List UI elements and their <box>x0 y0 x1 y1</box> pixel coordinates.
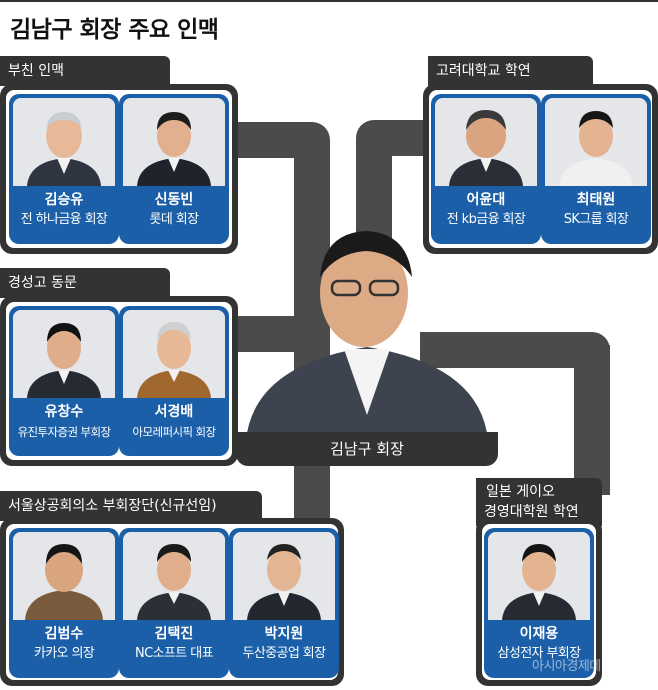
person-card: 김범수 카카오 의장 <box>9 528 119 678</box>
portrait-photo-icon <box>123 310 225 398</box>
portrait-photo-icon <box>233 532 335 620</box>
group-label-line2: 경영대학원 학연 <box>484 504 579 520</box>
portrait-photo-icon <box>123 532 225 620</box>
person-role: 카카오 의장 <box>33 646 95 661</box>
portrait-photo-icon <box>545 98 647 186</box>
person-role: 전 하나금융 회장 <box>20 212 108 227</box>
person-card: 이재용 삼성전자 부회장 <box>484 528 594 678</box>
person-card: 김택진 NC소프트 대표 <box>119 528 229 678</box>
person-card: 유창수 유진투자증권 부회장 <box>9 306 119 456</box>
top-rule <box>0 0 658 2</box>
person-card: 김승유 전 하나금융 회장 <box>9 94 119 244</box>
portrait-photo-icon <box>13 532 115 620</box>
person-card: 서경배 아모레퍼시픽 회장 <box>119 306 229 456</box>
portrait-photo-icon <box>13 98 115 186</box>
person-name: 신동빈 <box>154 192 194 208</box>
person-name: 최태원 <box>576 192 616 208</box>
group-label-seoul-chamber: 서울상공회의소 부회장단(신규선임) <box>0 491 262 521</box>
person-name: 서경배 <box>154 404 194 420</box>
connector-right-down <box>574 345 610 495</box>
person-name: 유창수 <box>44 404 84 420</box>
portrait-photo-icon <box>488 532 590 620</box>
group-label-korea-university: 고려대학교 학연 <box>428 56 593 86</box>
watermark: 아시아경제데이 <box>532 659 613 674</box>
connector-left-mid <box>225 316 315 352</box>
center-person-label: 김남구 회장 <box>236 432 498 466</box>
group-label-father-network: 부친 인맥 <box>0 56 170 86</box>
person-card: 신동빈 롯데 회장 <box>119 94 229 244</box>
group-label-kyungsung-alumni: 경성고 동문 <box>0 268 170 298</box>
person-name: 김범수 <box>44 626 84 642</box>
person-name: 김택진 <box>154 626 194 642</box>
person-name: 김승유 <box>44 192 84 208</box>
person-role: 두산중공업 회장 <box>242 646 326 661</box>
person-role: SK그룹 회장 <box>563 212 629 227</box>
connector-center-right <box>420 332 500 368</box>
group-label-line1: 일본 게이오 <box>486 484 555 500</box>
person-card: 박지원 두산중공업 회장 <box>229 528 339 678</box>
person-role: 롯데 회장 <box>149 212 200 227</box>
portrait-photo-icon <box>435 98 537 186</box>
person-role: 전 kb금융 회장 <box>446 212 526 227</box>
person-card: 어윤대 전 kb금융 회장 <box>431 94 541 244</box>
person-card: 최태원 SK그룹 회장 <box>541 94 651 244</box>
person-role: NC소프트 대표 <box>135 646 214 661</box>
portrait-photo-icon <box>246 231 488 440</box>
person-name: 박지원 <box>264 626 304 642</box>
person-name: 어윤대 <box>466 192 506 208</box>
center-portrait <box>236 215 498 440</box>
portrait-photo-icon <box>123 98 225 186</box>
diagram-title: 김남구 회장 주요 인맥 <box>10 17 219 43</box>
person-role: 유진투자증권 부회장 <box>17 425 111 439</box>
portrait-photo-icon <box>13 310 115 398</box>
person-name: 이재용 <box>519 626 559 642</box>
person-role: 아모레퍼시픽 회장 <box>132 425 217 439</box>
person-role: 삼성전자 부회장 <box>497 646 581 661</box>
